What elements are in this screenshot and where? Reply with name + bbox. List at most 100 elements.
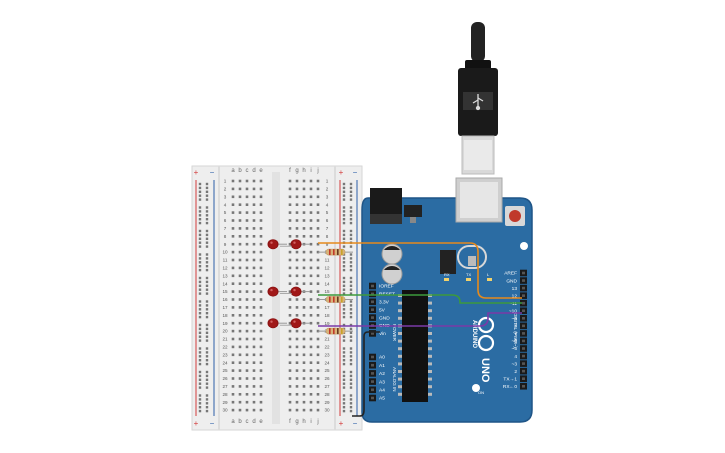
rail-hole[interactable]	[342, 276, 346, 280]
rail-hole[interactable]	[205, 265, 209, 268]
breadboard-hole[interactable]	[259, 408, 263, 412]
wire-purple[interactable]	[318, 312, 522, 327]
breadboard-hole[interactable]	[316, 337, 320, 341]
rail-hole[interactable]	[198, 374, 202, 378]
breadboard-hole[interactable]	[309, 179, 313, 183]
rail-hole[interactable]	[198, 257, 202, 260]
rail-hole[interactable]	[342, 280, 346, 284]
breadboard-hole[interactable]	[252, 321, 256, 325]
rail-hole[interactable]	[349, 304, 353, 307]
rail-hole[interactable]	[349, 351, 353, 354]
breadboard-hole[interactable]	[245, 187, 249, 191]
breadboard-hole[interactable]	[302, 179, 306, 183]
rail-hole[interactable]	[342, 347, 346, 350]
breadboard-hole[interactable]	[295, 266, 299, 270]
rail-hole[interactable]	[349, 327, 353, 331]
rail-hole[interactable]	[198, 288, 202, 291]
breadboard-hole[interactable]	[259, 329, 263, 333]
breadboard-hole[interactable]	[288, 266, 292, 270]
breadboard-hole[interactable]	[238, 361, 242, 364]
breadboard-hole[interactable]	[288, 361, 292, 364]
breadboard-hole[interactable]	[238, 195, 242, 199]
breadboard-hole[interactable]	[316, 321, 320, 325]
breadboard-hole[interactable]	[288, 298, 292, 301]
breadboard-hole[interactable]	[295, 219, 299, 222]
breadboard-hole[interactable]	[231, 211, 235, 214]
breadboard-hole[interactable]	[288, 393, 292, 396]
breadboard-hole[interactable]	[316, 203, 320, 206]
led[interactable]	[268, 318, 278, 328]
breadboard-hole[interactable]	[252, 377, 256, 380]
breadboard-hole[interactable]	[245, 306, 249, 309]
breadboard-hole[interactable]	[309, 227, 313, 230]
rail-hole[interactable]	[205, 402, 209, 405]
breadboard-hole[interactable]	[295, 235, 299, 238]
breadboard-hole[interactable]	[238, 282, 242, 285]
rail-hole[interactable]	[198, 261, 202, 264]
rail-hole[interactable]	[349, 186, 353, 190]
rail-hole[interactable]	[198, 351, 202, 354]
breadboard-hole[interactable]	[259, 195, 263, 199]
rail-hole[interactable]	[205, 300, 209, 303]
rail-hole[interactable]	[205, 206, 209, 209]
rail-hole[interactable]	[349, 402, 353, 405]
breadboard-hole[interactable]	[231, 203, 235, 206]
breadboard-hole[interactable]	[302, 203, 306, 206]
rail-hole[interactable]	[349, 312, 353, 315]
breadboard-hole[interactable]	[245, 211, 249, 214]
breadboard-hole[interactable]	[238, 337, 242, 341]
breadboard-hole[interactable]	[295, 345, 299, 349]
breadboard-hole[interactable]	[238, 393, 242, 396]
breadboard-hole[interactable]	[309, 314, 313, 317]
breadboard-hole[interactable]	[288, 203, 292, 206]
breadboard-hole[interactable]	[288, 211, 292, 214]
rail-hole[interactable]	[198, 378, 202, 381]
breadboard-hole[interactable]	[231, 179, 235, 183]
breadboard-hole[interactable]	[245, 203, 249, 206]
rail-hole[interactable]	[205, 241, 209, 244]
rail-hole[interactable]	[342, 210, 346, 213]
resistor[interactable]	[325, 327, 346, 335]
breadboard-hole[interactable]	[231, 353, 235, 357]
breadboard-hole[interactable]	[288, 290, 292, 293]
breadboard-hole[interactable]	[245, 274, 249, 278]
breadboard-hole[interactable]	[245, 377, 249, 380]
breadboard-hole[interactable]	[231, 242, 235, 246]
breadboard-hole[interactable]	[259, 266, 263, 270]
rail-hole[interactable]	[342, 182, 346, 186]
rail-hole[interactable]	[205, 331, 209, 334]
breadboard-hole[interactable]	[288, 195, 292, 199]
breadboard-hole[interactable]	[309, 400, 313, 404]
breadboard-hole[interactable]	[238, 227, 242, 230]
rail-hole[interactable]	[342, 221, 346, 225]
breadboard-hole[interactable]	[316, 408, 320, 412]
wire-green[interactable]	[318, 294, 522, 304]
breadboard-hole[interactable]	[245, 258, 249, 262]
rail-hole[interactable]	[198, 241, 202, 244]
wire-orange[interactable]	[318, 242, 522, 299]
breadboard-hole[interactable]	[252, 408, 256, 412]
breadboard-hole[interactable]	[252, 195, 256, 199]
reset-button[interactable]	[509, 210, 521, 222]
breadboard-hole[interactable]	[245, 242, 249, 246]
wires[interactable]	[318, 242, 522, 417]
rail-hole[interactable]	[342, 409, 346, 413]
breadboard-hole[interactable]	[259, 187, 263, 191]
rail-hole[interactable]	[342, 323, 346, 327]
breadboard-hole[interactable]	[316, 179, 320, 183]
breadboard-hole[interactable]	[316, 187, 320, 191]
rail-hole[interactable]	[349, 206, 353, 209]
breadboard-hole[interactable]	[259, 314, 263, 317]
rail-hole[interactable]	[198, 190, 202, 193]
breadboard-hole[interactable]	[288, 306, 292, 309]
breadboard-hole[interactable]	[288, 219, 292, 222]
rail-hole[interactable]	[198, 409, 202, 413]
rail-hole[interactable]	[342, 351, 346, 354]
breadboard-hole[interactable]	[259, 321, 263, 325]
breadboard-hole[interactable]	[252, 314, 256, 317]
breadboard-hole[interactable]	[238, 179, 242, 183]
breadboard-hole[interactable]	[231, 274, 235, 278]
rail-hole[interactable]	[205, 355, 209, 358]
rail-hole[interactable]	[342, 312, 346, 315]
